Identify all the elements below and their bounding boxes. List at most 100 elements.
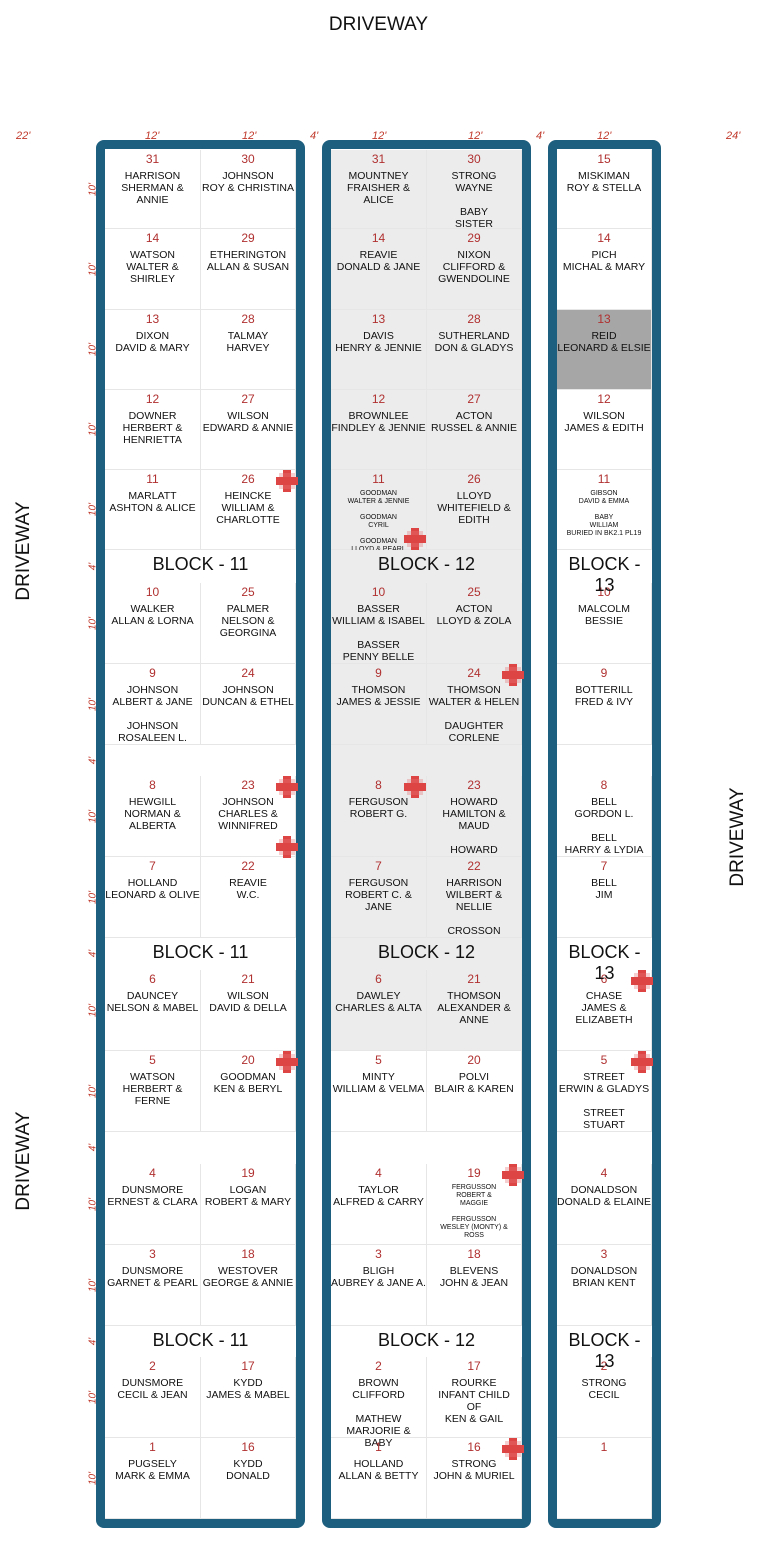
plot-number: 2 — [375, 1359, 382, 1373]
cross-marker-icon — [404, 776, 426, 798]
plot-number: 30 — [241, 152, 255, 166]
cross-marker-icon — [631, 1051, 653, 1073]
plot-number: 7 — [600, 859, 608, 873]
plot-names: BOTTERILL FRED & IVY — [574, 684, 634, 708]
plot-names: HEINCKE WILLIAM & CHARLOTTE — [216, 490, 280, 526]
block-label-b12: BLOCK - 12 — [377, 554, 476, 574]
plot-number: 11 — [146, 472, 159, 486]
plot-names: WILSON DAVID & DELLA — [209, 990, 287, 1014]
plot-names: MISKIMAN ROY & STELLA — [566, 170, 642, 194]
plot-number: 14 — [597, 231, 611, 245]
dim-left-margin: 22' — [16, 130, 31, 142]
plot-names: STREET ERWIN & GLADYS STREET STUART — [558, 1071, 650, 1131]
plot-names: KYDD DONALD — [226, 1458, 270, 1482]
plot-names: MOUNTNEY FRAISHER & ALICE — [346, 170, 410, 206]
plot-number: 26 — [241, 472, 255, 486]
plot-names: PICH MICHAL & MARY — [562, 249, 646, 273]
plot-number: 7 — [375, 859, 382, 873]
plot-names: DAVIS HENRY & JENNIE — [335, 330, 422, 354]
grey-aisle — [427, 938, 522, 970]
plot-number: 1 — [600, 1440, 608, 1454]
plot-names: DUNSMORE ERNEST & CLARA — [107, 1184, 198, 1208]
plot-number: 24 — [467, 666, 481, 680]
plot-number: 3 — [600, 1247, 608, 1261]
plot-names: LLOYD WHITEFIELD & EDITH — [437, 490, 511, 526]
driveway-left-bottom-label: DRIVEWAY — [13, 1111, 34, 1211]
plot-names: HOLLAND LEONARD & OLIVE — [105, 877, 200, 901]
plot-number: 27 — [467, 392, 481, 406]
plot-names: STRONG JOHN & MURIEL — [433, 1458, 515, 1482]
plot-number: 23 — [241, 778, 255, 792]
plot-names: WILSON JAMES & EDITH — [564, 410, 644, 434]
plot-number: 5 — [375, 1053, 382, 1067]
plot-names: PUGSELY MARK & EMMA — [115, 1458, 190, 1482]
plot-number: 19 — [467, 1166, 481, 1180]
plot-names: MARLATT ASHTON & ALICE — [109, 490, 196, 514]
plot-names: WALKER ALLAN & LORNA — [111, 603, 194, 627]
plot-number: 22 — [467, 859, 481, 873]
grey-aisle — [331, 550, 427, 583]
plot-number: 12 — [371, 392, 386, 406]
plot-names: ROURKE INFANT CHILD OF KEN & GAIL — [438, 1377, 510, 1425]
plot-names: THOMSON JAMES & JESSIE — [336, 684, 421, 708]
plot-number: 15 — [597, 152, 611, 166]
plot-names: DONALDSON BRIAN KENT — [570, 1265, 638, 1289]
plot-number: 13 — [597, 312, 611, 326]
plot-number: 4 — [600, 1166, 608, 1180]
plot-names: DAWLEY CHARLES & ALTA — [335, 990, 422, 1014]
cross-marker-icon — [502, 1164, 524, 1186]
plot-names: DUNSMORE GARNET & PEARL — [107, 1265, 198, 1289]
block-label-b13: BLOCK - 13 — [568, 554, 641, 595]
plot-names: REAVIE DONALD & JANE — [336, 249, 421, 273]
plot-names: JOHNSON ROY & CHRISTINA — [202, 170, 294, 194]
plot-names: TALMAY HARVEY — [226, 330, 270, 354]
plot-names: THOMSON ALEXANDER & ANNE — [437, 990, 511, 1026]
plot-names: BELL JIM — [591, 877, 617, 901]
plot-names: STRONG WAYNE BABY SISTER — [451, 170, 497, 230]
plot-names: BROWNLEE FINDLEY & JENNIE — [331, 410, 426, 434]
plot-names: LOGAN ROBERT & MARY — [204, 1184, 292, 1208]
plot-names: DONALDSON DONALD & ELAINE — [557, 1184, 651, 1208]
plot-number: 25 — [467, 585, 481, 599]
plot-number: 20 — [241, 1053, 255, 1067]
plot-names: WATSON WALTER & SHIRLEY — [126, 249, 179, 285]
plot-number: 3 — [375, 1247, 382, 1261]
plot-names: KYDD JAMES & MABEL — [206, 1377, 290, 1401]
plot-names: DAUNCEY NELSON & MABEL — [106, 990, 199, 1014]
plot-number: 16 — [241, 1440, 255, 1454]
